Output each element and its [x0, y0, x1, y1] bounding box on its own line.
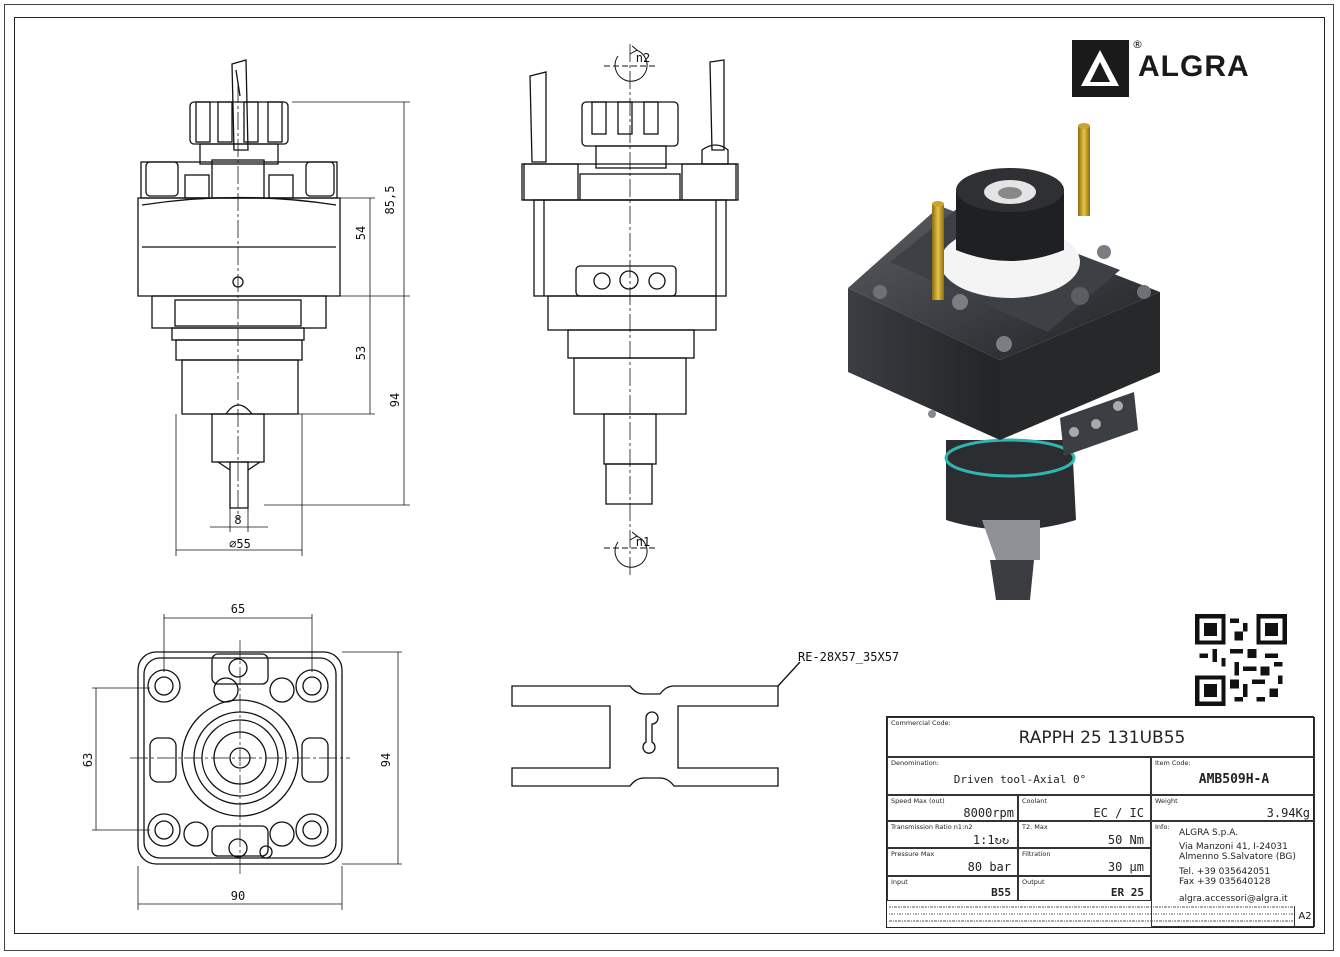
- outer-frame: [4, 4, 1334, 951]
- input-label: Input: [891, 878, 908, 886]
- legal-microtext: [889, 906, 1293, 922]
- info-fax: Fax +39 035640128: [1179, 877, 1271, 887]
- info-address2: Almenno S.Salvatore (BG): [1179, 852, 1296, 862]
- front-view: [137, 59, 341, 509]
- torque-label: T2. Max: [1022, 823, 1048, 831]
- seal-profile: [511, 661, 801, 787]
- torque-unit: Nm: [1129, 833, 1144, 847]
- company-info: ALGRA S.p.A. Via Manzoni 41, I-24031 Alm…: [1179, 828, 1296, 904]
- filtration-unit: μm: [1129, 860, 1144, 874]
- side-view: [521, 59, 739, 505]
- coolant-value: EC / IC: [1093, 806, 1144, 820]
- dim-65: 65: [231, 602, 245, 616]
- commercial-code-value: RAPPH 25 131UB55: [1018, 728, 1186, 748]
- output-value: ER 25: [1110, 886, 1144, 899]
- dim-8: 8: [234, 513, 241, 527]
- dim-94-side: 94: [388, 393, 402, 407]
- ratio-cell: Transmission Ratio n1:n2 1:1↻↻: [887, 821, 1018, 848]
- torque-value: 50: [1107, 833, 1123, 847]
- pressure-cell: Pressure Max 80 bar: [887, 848, 1018, 876]
- weight-cell: Weight 3.94Kg: [1151, 795, 1315, 821]
- ratio-label: Transmission Ratio n1:n2: [891, 823, 973, 831]
- item-code-value: AMB509H-A: [1198, 772, 1270, 787]
- algra-logo: ® ALGRA: [1072, 38, 1302, 98]
- dim-55: ∅55: [229, 537, 251, 551]
- input-cell: Input B55: [887, 876, 1018, 901]
- torque-cell: T2. Max 50 Nm: [1018, 821, 1151, 848]
- logo-triangle-icon: [1072, 40, 1129, 97]
- info-cell: Info: ALGRA S.p.A. Via Manzoni 41, I-240…: [1151, 821, 1315, 927]
- denomination-cell: Denomination: Driven tool-Axial 0°: [887, 757, 1151, 795]
- item-code-cell: Item Code: AMB509H-A: [1151, 757, 1315, 795]
- filtration-label: Filtration: [1022, 850, 1051, 858]
- weight-value: 3.94Kg: [1266, 806, 1310, 820]
- speed-label: Speed Max (out): [891, 797, 945, 805]
- weight-label: Weight: [1155, 797, 1178, 805]
- info-tel: Tel. +39 035642051: [1179, 866, 1271, 877]
- info-email-link[interactable]: algra.accessori@algra.it: [1179, 893, 1288, 904]
- dim-54: 54: [354, 226, 368, 240]
- dim-63: 63: [81, 753, 95, 767]
- ratio-value: 1:1↻↻: [972, 833, 1009, 847]
- output-label: Output: [1022, 878, 1045, 886]
- inner-frame: [14, 17, 1325, 934]
- rotation-n2-label: n2: [636, 51, 650, 65]
- pressure-label: Pressure Max: [891, 850, 935, 858]
- seal-label: RE-28X57_35X57: [798, 650, 899, 664]
- coolant-cell: Coolant EC / IC: [1018, 795, 1151, 821]
- denomination-value: Driven tool-Axial 0°: [953, 773, 1087, 786]
- info-company: ALGRA S.p.A.: [1179, 828, 1239, 838]
- logo-wordmark: ALGRA: [1138, 50, 1250, 83]
- speed-cell: Speed Max (out) 8000rpm: [887, 795, 1018, 821]
- pressure-value: 80 bar: [967, 860, 1011, 874]
- filtration-value: 30: [1107, 860, 1123, 874]
- isometric-render: [848, 123, 1160, 600]
- registered-mark: ®: [1132, 38, 1143, 51]
- dim-53: 53: [354, 346, 368, 360]
- dim-85-5: 85,5: [383, 186, 397, 215]
- speed-value: 8000rpm: [963, 806, 1014, 820]
- title-block: Commercial Code: RAPPH 25 131UB55 Denomi…: [886, 716, 1315, 928]
- info-label: Info:: [1155, 823, 1170, 831]
- denomination-label: Denomination:: [891, 759, 939, 767]
- rotation-n1-label: n1: [636, 535, 650, 549]
- filtration-cell: Filtration 30 μm: [1018, 848, 1151, 876]
- dim-94-bottom: 94: [379, 753, 393, 767]
- qr-code-icon: [1195, 614, 1287, 706]
- dim-90: 90: [231, 889, 245, 903]
- output-cell: Output ER 25: [1018, 876, 1151, 901]
- commercial-code-label: Commercial Code:: [891, 719, 951, 727]
- info-address1: Via Manzoni 41, I-24031: [1179, 841, 1288, 852]
- input-value: B55: [991, 886, 1011, 899]
- item-code-label: Item Code:: [1155, 759, 1191, 767]
- coolant-label: Coolant: [1022, 797, 1047, 805]
- sheet-size: A2: [1294, 906, 1315, 928]
- commercial-code-cell: Commercial Code: RAPPH 25 131UB55: [887, 717, 1315, 757]
